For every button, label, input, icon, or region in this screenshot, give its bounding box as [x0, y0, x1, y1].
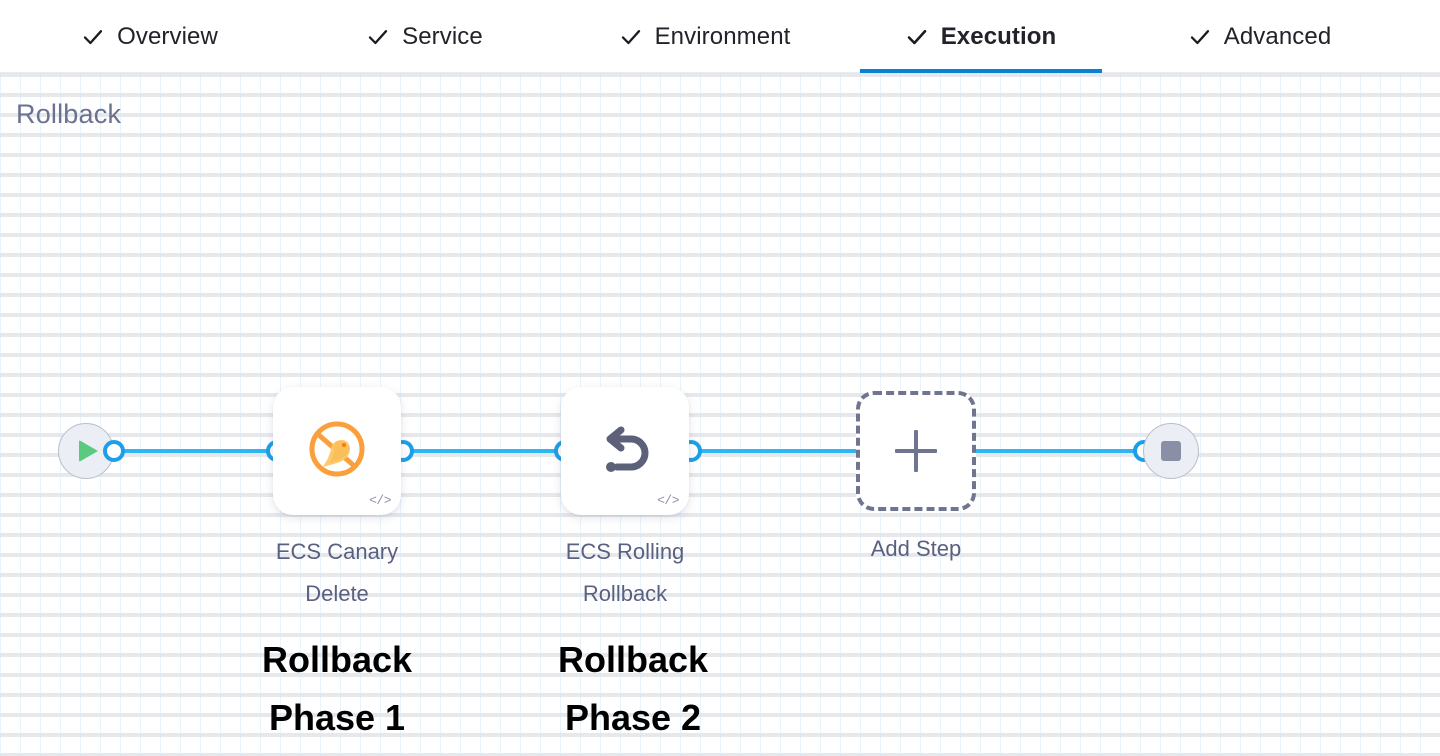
- check-icon: [906, 26, 928, 48]
- canary-bird-icon: [306, 418, 368, 485]
- play-icon: [79, 440, 98, 462]
- tab-environment[interactable]: Environment: [580, 0, 830, 73]
- annotation-rollback-phase-2: Rollback Phase 2: [557, 639, 709, 738]
- tab-label: Overview: [117, 22, 218, 50]
- start-node[interactable]: [58, 423, 114, 479]
- tab-active-underline: [860, 69, 1102, 73]
- step-node-ecs-rolling-rollback[interactable]: </>: [561, 387, 689, 515]
- flow-graph: </> ECS Canary Delete Rollback Phase 1 <…: [0, 73, 1440, 756]
- tab-overview[interactable]: Overview: [40, 0, 260, 73]
- edge-addstep-to-end: [968, 449, 1153, 453]
- annotation-rollback-phase-1: Rollback Phase 1: [261, 639, 413, 738]
- wizard-tab-bar: Overview Service Environment Execution A…: [0, 0, 1440, 73]
- code-badge-icon: </>: [369, 493, 391, 508]
- page-title: Rollback: [16, 99, 122, 129]
- edge-step2-to-addstep: [680, 449, 870, 453]
- tab-execution[interactable]: Execution: [860, 0, 1102, 73]
- step-node-ecs-canary-delete[interactable]: </>: [273, 387, 401, 515]
- tab-label: Environment: [654, 22, 791, 50]
- tab-label: Execution: [940, 22, 1057, 50]
- tab-service[interactable]: Service: [325, 0, 525, 73]
- rollback-arrow-icon: [593, 417, 657, 486]
- pipeline-canvas[interactable]: Rollback </> ECS Ca: [0, 73, 1440, 756]
- port-start-out[interactable]: [103, 440, 125, 462]
- check-icon: [1189, 26, 1211, 48]
- step-label-ecs-canary-delete: ECS Canary Delete: [275, 539, 399, 606]
- add-step-label: Add Step: [870, 536, 962, 561]
- tab-label: Advanced: [1223, 22, 1332, 50]
- end-node[interactable]: [1143, 423, 1199, 479]
- code-badge-icon: </>: [657, 493, 679, 508]
- tab-label: Service: [402, 22, 483, 50]
- check-icon: [620, 26, 642, 48]
- plus-icon: [895, 430, 937, 472]
- edge-step1-to-step2: [393, 449, 575, 453]
- edge-start-to-step1: [105, 449, 290, 453]
- check-icon: [367, 26, 389, 48]
- step-label-ecs-rolling-rollback: ECS Rolling Rollback: [565, 539, 685, 606]
- stop-icon: [1161, 441, 1181, 461]
- check-icon: [82, 26, 104, 48]
- add-step-button[interactable]: [856, 391, 976, 511]
- tab-advanced[interactable]: Advanced: [1150, 0, 1370, 73]
